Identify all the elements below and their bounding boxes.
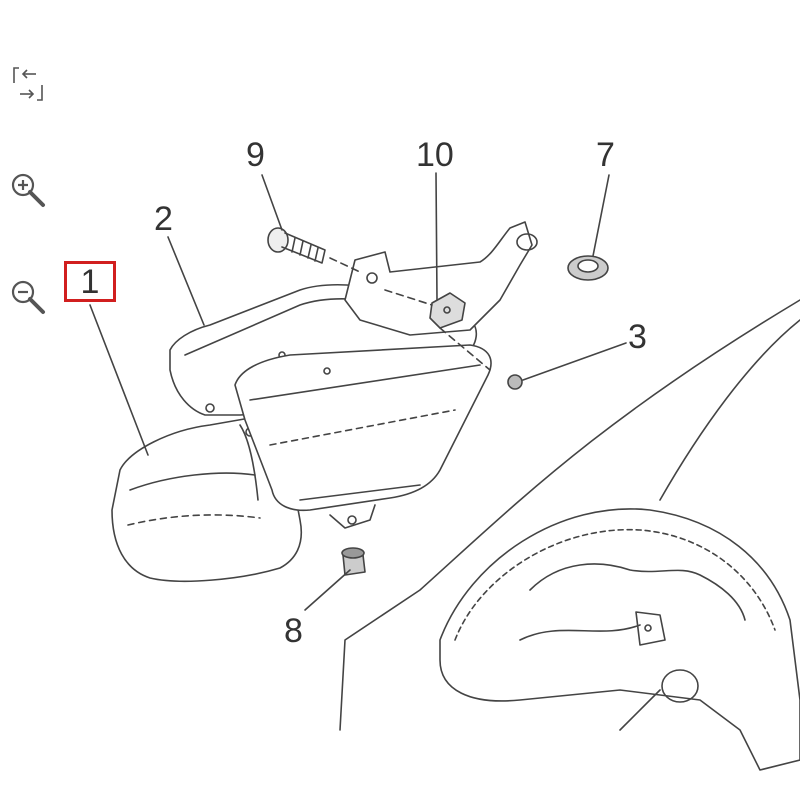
zoom-out-icon (11, 280, 45, 314)
callout-1[interactable]: 1 (80, 262, 100, 301)
callout-9[interactable]: 9 (246, 136, 265, 174)
expand-arrows-icon (13, 67, 43, 101)
part-3-nut (507, 374, 523, 390)
side-cover-outline (439, 508, 800, 771)
zoom-in-icon (11, 173, 45, 207)
part-9-bolt (267, 227, 326, 264)
part-8-mount (341, 547, 366, 576)
zoom-in-button[interactable] (6, 170, 50, 210)
callout-3[interactable]: 3 (628, 318, 647, 356)
expand-button[interactable] (6, 64, 50, 104)
part-10-clip (429, 292, 466, 329)
mount-bracket (344, 221, 533, 336)
frame-outline-inner (659, 319, 800, 501)
part-1-fairing (111, 416, 302, 582)
callout-7[interactable]: 7 (596, 136, 615, 174)
part-7-grommet (567, 255, 609, 281)
zoom-out-button[interactable] (6, 277, 50, 317)
callout-10[interactable]: 10 (416, 136, 454, 174)
frame-outline (339, 299, 800, 731)
callout-2[interactable]: 2 (154, 200, 173, 238)
callout-8[interactable]: 8 (284, 612, 303, 650)
viewer-toolbar (0, 0, 60, 340)
